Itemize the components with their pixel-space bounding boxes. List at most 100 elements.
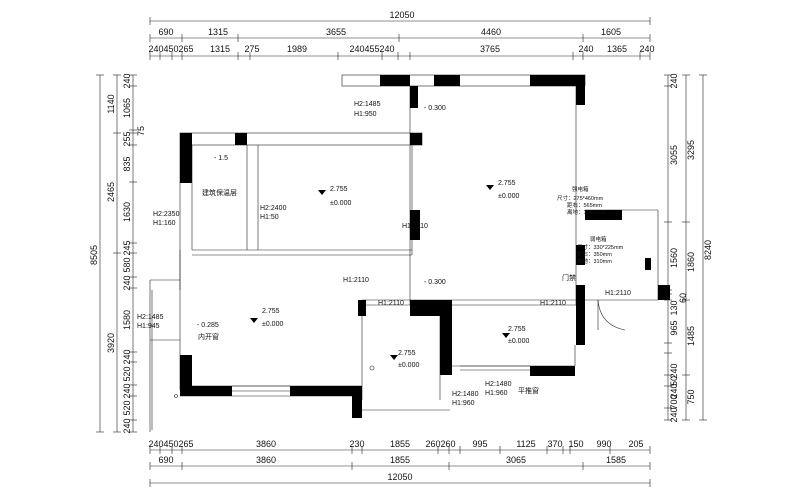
label-door-height: H1:2110 — [378, 300, 404, 307]
dim-right-inner: 965 — [669, 320, 679, 335]
label-level-room-d: 2.755 — [508, 326, 526, 333]
wall-segment — [290, 386, 352, 396]
label-weak-box-height: 离地：310mm — [577, 257, 612, 265]
left-dimension-lines — [96, 74, 137, 433]
label-door-height: H1:2110 — [605, 290, 631, 297]
wall-segment — [440, 355, 452, 375]
dim-top-r1: 4460 — [481, 27, 501, 37]
wall-segment — [180, 133, 192, 183]
wall-segment — [530, 366, 575, 376]
level-marker-icon — [250, 318, 258, 323]
dim-top-r2: 240 — [639, 44, 654, 54]
level-marker-icon — [318, 190, 326, 195]
label-h2-mid: H2:2400 — [260, 205, 287, 212]
dim-bottom-r2: 1585 — [606, 455, 626, 465]
dim-top-r2: 240 — [379, 44, 394, 54]
dim-right-inner: 240 — [669, 363, 679, 378]
dim-top-r2: 275 — [244, 44, 259, 54]
wall-segment — [585, 210, 622, 220]
dim-left-inner: 240 — [122, 383, 132, 398]
level-marker-icon — [390, 355, 398, 360]
label-h2-top: H2:1485 — [354, 101, 381, 108]
label-strong-box-size: 尺寸：275*460mm — [557, 194, 604, 202]
dim-bottom-r1: 265 — [178, 439, 193, 449]
wall-segment — [352, 386, 362, 418]
dim-right-inner: 240 — [669, 383, 679, 398]
label-zero-room-c: ±0.000 — [262, 321, 283, 328]
label-h2-window: H2:1485 — [137, 314, 164, 321]
dim-right-inner: 130 — [669, 300, 679, 315]
wall-segment — [440, 305, 452, 365]
label-level-window: - 0.285 — [197, 322, 219, 329]
label-h1-balcony-a: H1:960 — [452, 400, 475, 407]
dim-left-inner: 520 — [122, 366, 132, 381]
dim-bottom-r1: 240 — [148, 439, 163, 449]
wall-segment — [410, 210, 420, 240]
dim-right-inner: 240 — [669, 407, 679, 422]
dim-bottom-r1: 995 — [472, 439, 487, 449]
dim-left-inner: 255 — [122, 131, 132, 146]
label-level-room-e: 2.755 — [398, 350, 416, 357]
dim-right-inner: 3055 — [669, 145, 679, 165]
label-h2-balcony-a: H2:1480 — [452, 391, 479, 398]
dim-bottom-r1: 1855 — [390, 439, 410, 449]
bottom-dimension-labels: 240 450 265 3860 230 1855 260 260 995 11… — [148, 439, 643, 482]
label-door-height: H1:2110 — [343, 277, 369, 284]
dim-top-r2: 265 — [178, 44, 193, 54]
label-strong-box-title: 强电箱 — [572, 185, 589, 193]
label-level-mid: - 0.300 — [424, 279, 446, 286]
label-h2-left: H2:2350 — [153, 211, 180, 218]
dim-top-r2: 450 — [163, 44, 178, 54]
label-zero-room-b: ±0.000 — [498, 193, 519, 200]
label-level-room-b: 2.755 — [498, 180, 516, 187]
dim-bottom-r1: 230 — [349, 439, 364, 449]
dim-left-inner: 240 — [122, 73, 132, 88]
dim-right-outer: 750 — [686, 389, 696, 404]
dim-top-r2: 1315 — [210, 44, 230, 54]
dim-bottom-r1: 260 — [425, 439, 440, 449]
label-strong-box-dist: 距右：565mm — [567, 201, 602, 209]
dim-left-inner: 240 — [122, 349, 132, 364]
label-level-room-c: 2.755 — [262, 308, 280, 315]
wall-segment — [576, 285, 585, 305]
label-door-height: H1:2110 — [540, 300, 566, 307]
label-level-room-a: 2.755 — [330, 186, 348, 193]
dim-left-total: 8505 — [89, 245, 99, 265]
dim-left-inner: 835 — [122, 156, 132, 171]
label-sliding-window: 平推窗 — [518, 386, 539, 395]
label-level-top: - 0.300 — [424, 105, 446, 112]
dim-bottom-r1: 450 — [163, 439, 178, 449]
top-dimension-lines — [149, 17, 651, 60]
right-dimension-labels: 8240 3295 1860 1485 750 240 3055 1560 60… — [669, 73, 713, 422]
wall-segment — [645, 258, 651, 270]
dim-top-r2: 1365 — [607, 44, 627, 54]
label-zero-room-e: ±0.000 — [398, 362, 419, 369]
dim-right-inner: 50 — [669, 376, 679, 386]
door-swing-arc — [597, 299, 626, 331]
level-marker-icon — [502, 333, 510, 338]
dim-right-inner: 1560 — [669, 248, 679, 268]
label-zero-room-a: ±0.000 — [330, 200, 351, 207]
walls — [180, 75, 670, 418]
wall-segment — [576, 75, 585, 105]
dim-top-r2: 455 — [364, 44, 379, 54]
wall-segment — [410, 86, 418, 108]
dim-left-inner: 75 — [136, 126, 146, 136]
dim-right-inner: 240 — [669, 73, 679, 88]
dim-right-outer: 3295 — [686, 140, 696, 160]
dim-left-inner: 240 — [122, 275, 132, 290]
bottom-dimension-lines — [149, 446, 651, 487]
wall-segment — [576, 305, 585, 345]
dim-left-inner: 520 — [122, 400, 132, 415]
dim-top-r2: 1989 — [287, 44, 307, 54]
wall-segment — [530, 75, 585, 86]
dim-top-r1: 1605 — [601, 27, 621, 37]
dim-left-outer: 3920 — [106, 333, 116, 353]
label-weak-box-title: 弱电箱 — [590, 235, 607, 243]
dim-bottom-r1: 260 — [440, 439, 455, 449]
dim-top-r2: 240 — [349, 44, 364, 54]
dim-top-r1: 3655 — [326, 27, 346, 37]
label-h2-balcony-b: H2:1480 — [485, 381, 512, 388]
dim-top-r1: 690 — [158, 27, 173, 37]
dim-right-inner: 700 — [669, 394, 679, 409]
